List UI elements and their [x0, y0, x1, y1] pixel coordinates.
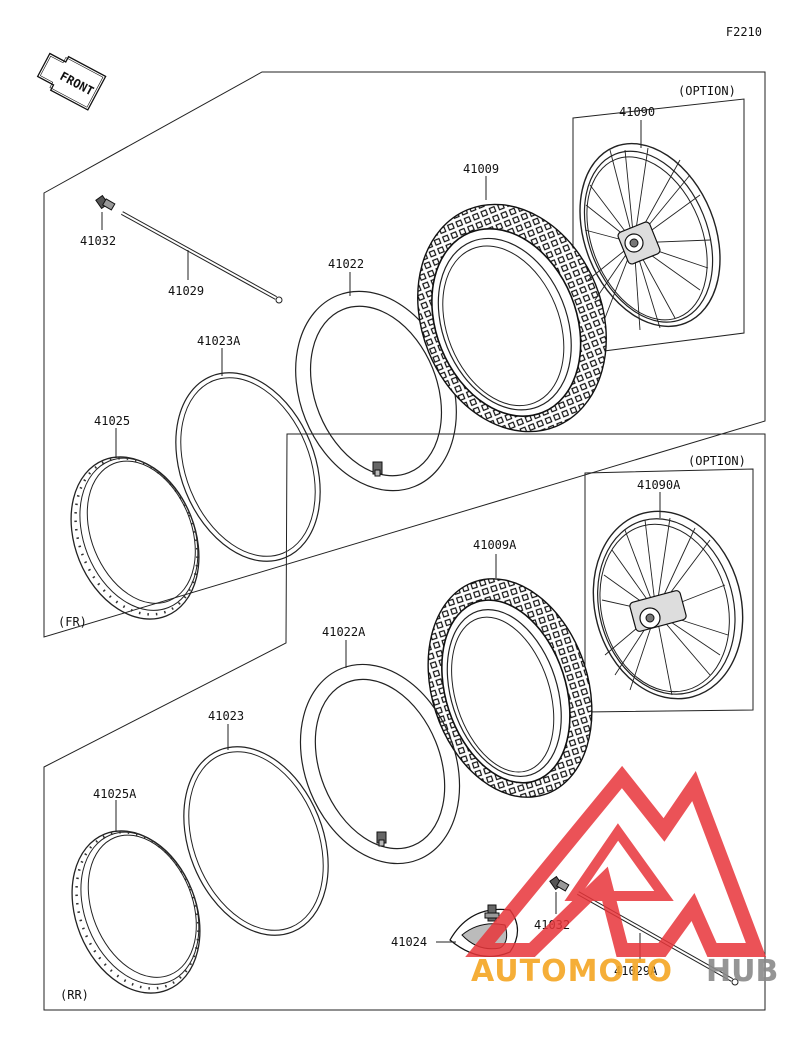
- rear-wheel-part: [592, 510, 744, 700]
- watermark-logo: [465, 765, 767, 957]
- watermark-brand-gray: HUB: [706, 954, 778, 989]
- watermark-emblem: [465, 765, 767, 957]
- rear-rim-label: 41025A: [93, 787, 137, 801]
- rear-tube-label: 41022A: [322, 625, 366, 639]
- front-valve-part: [95, 194, 116, 211]
- rear-beadlock-label: 41024: [391, 935, 427, 949]
- front-rimband-part: [175, 372, 321, 562]
- rear-rimband-part: [183, 746, 329, 936]
- diagram-code: F2210: [726, 25, 762, 39]
- rear-option-box: [584, 468, 754, 713]
- front-rim-part: [70, 456, 200, 620]
- front-tube-valve: [372, 461, 383, 477]
- front-spoke-part: [121, 211, 283, 304]
- rear-section-label: (RR): [60, 988, 89, 1002]
- rear-panel: (OPTION) (RR) 41090A: [43, 433, 766, 1011]
- rear-tube-valve: [376, 831, 387, 847]
- front-tire-part: [417, 203, 607, 433]
- rear-option-label: (OPTION): [688, 454, 746, 468]
- rear-tire-part: [427, 578, 593, 798]
- front-panel: (OPTION) (FR) 41032 41029 41022: [43, 71, 766, 638]
- rear-spoke-part: [577, 891, 739, 986]
- front-tube-label: 41022: [328, 257, 364, 271]
- rear-tube-part: [299, 663, 461, 865]
- rear-wheel-label: 41090A: [637, 478, 681, 492]
- front-tire-label: 41009: [463, 162, 499, 176]
- front-option-label: (OPTION): [678, 84, 736, 98]
- rear-valve-part: [549, 875, 570, 892]
- front-rim-label: 41025: [94, 414, 130, 428]
- rear-rimband-label: 41023: [208, 709, 244, 723]
- front-arrow-icon: FRONT: [36, 52, 107, 111]
- rear-tire-label: 41009A: [473, 538, 517, 552]
- front-valve-label: 41032: [80, 234, 116, 248]
- watermark-brand-orange: AUTOMOTO: [471, 954, 673, 989]
- rear-spoke-label: 41029A: [614, 964, 658, 978]
- front-wheel-label: 41090: [619, 105, 655, 119]
- front-section-label: (FR): [58, 615, 87, 629]
- front-spoke-label: 41029: [168, 284, 204, 298]
- watermark-inner-triangle: [564, 823, 674, 901]
- rear-panel-frame: [43, 433, 766, 1011]
- front-wheel-part: [579, 142, 721, 331]
- front-panel-frame: [43, 71, 766, 638]
- front-rimband-label: 41023A: [197, 334, 241, 348]
- rear-rim-part: [71, 830, 201, 994]
